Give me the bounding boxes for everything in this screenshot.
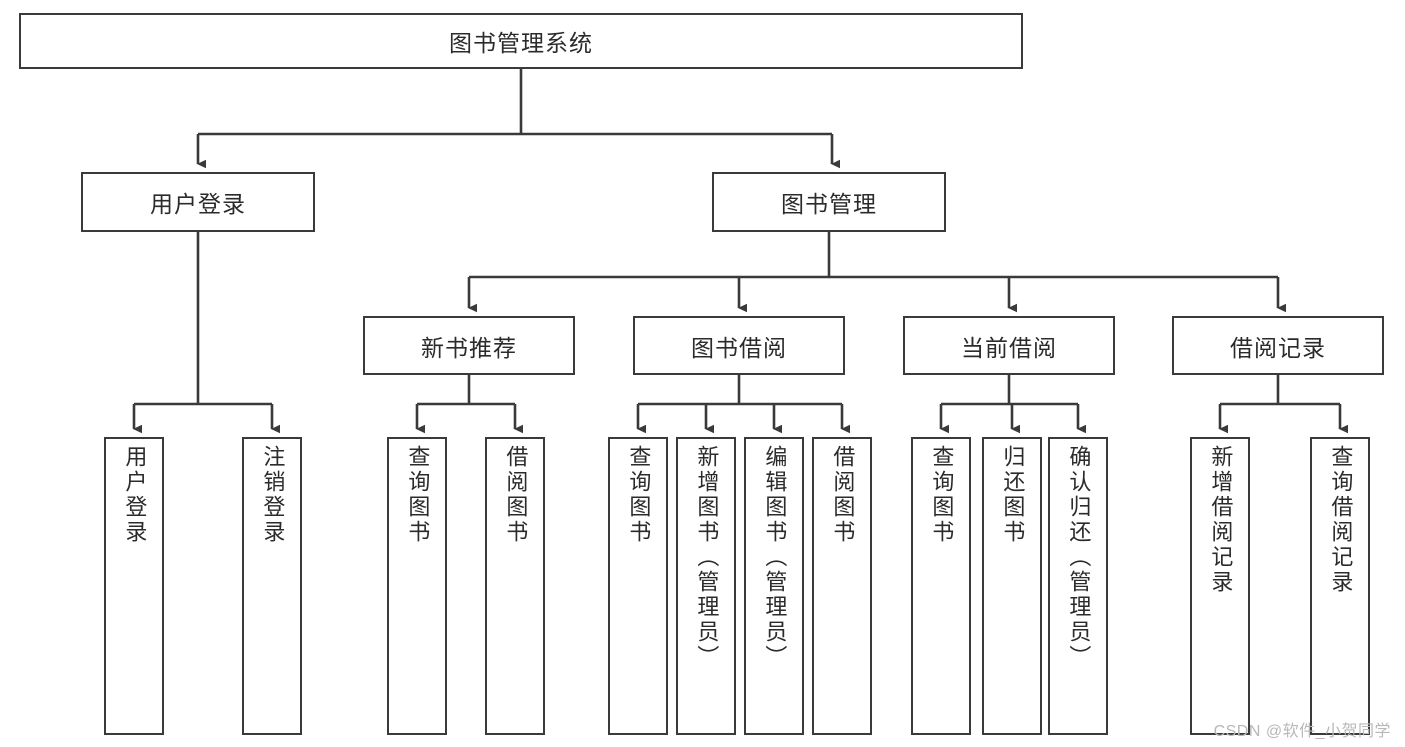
node-user-login-label: 用户登录 — [150, 191, 246, 217]
leaf-query-books-current-label: 查询图书 — [929, 445, 955, 545]
leaf-query-books-current[interactable]: 查询图书 — [911, 437, 971, 735]
node-root[interactable]: 图书管理系统 — [19, 13, 1023, 69]
leaf-query-borrow-record[interactable]: 查询借阅记录 — [1310, 437, 1370, 735]
leaf-borrow-books[interactable]: 借阅图书 — [812, 437, 872, 735]
node-root-label: 图书管理系统 — [449, 30, 593, 56]
leaf-borrow-books-recommend-label: 借阅图书 — [503, 445, 529, 545]
node-book-management[interactable]: 图书管理 — [712, 172, 946, 232]
node-borrow-records[interactable]: 借阅记录 — [1172, 316, 1384, 375]
leaf-query-borrow-record-label: 查询借阅记录 — [1328, 445, 1354, 595]
node-book-management-label: 图书管理 — [781, 191, 877, 217]
leaf-user-login[interactable]: 用户登录 — [104, 437, 164, 735]
node-current-borrow[interactable]: 当前借阅 — [903, 316, 1115, 375]
leaf-user-login-label: 用户登录 — [122, 445, 148, 545]
node-current-borrow-label: 当前借阅 — [961, 334, 1057, 361]
leaf-add-book-admin-label: 新增图书（管理员） — [694, 445, 720, 670]
leaf-borrow-books-label: 借阅图书 — [830, 445, 856, 545]
leaf-return-books[interactable]: 归还图书 — [982, 437, 1042, 735]
node-book-borrow-label: 图书借阅 — [691, 334, 787, 361]
leaf-confirm-return-admin[interactable]: 确认归还（管理员） — [1048, 437, 1108, 735]
leaf-edit-book-admin-label: 编辑图书（管理员） — [762, 445, 788, 670]
leaf-add-borrow-record[interactable]: 新增借阅记录 — [1190, 437, 1250, 735]
leaf-logout-label: 注销登录 — [260, 445, 286, 545]
leaf-query-books-recommend[interactable]: 查询图书 — [387, 437, 447, 735]
node-book-borrow[interactable]: 图书借阅 — [633, 316, 845, 375]
leaf-query-books-borrow-label: 查询图书 — [626, 445, 652, 545]
leaf-query-books-recommend-label: 查询图书 — [405, 445, 431, 545]
node-new-book-recommend[interactable]: 新书推荐 — [363, 316, 575, 375]
watermark: CSDN @软件_小贺同学 — [1213, 723, 1391, 740]
leaf-edit-book-admin[interactable]: 编辑图书（管理员） — [744, 437, 804, 735]
leaf-query-books-borrow[interactable]: 查询图书 — [608, 437, 668, 735]
node-borrow-records-label: 借阅记录 — [1230, 334, 1326, 361]
leaf-borrow-books-recommend[interactable]: 借阅图书 — [485, 437, 545, 735]
leaf-confirm-return-admin-label: 确认归还（管理员） — [1066, 445, 1092, 670]
node-user-login[interactable]: 用户登录 — [81, 172, 315, 232]
node-new-book-recommend-label: 新书推荐 — [421, 334, 517, 361]
leaf-return-books-label: 归还图书 — [1000, 445, 1026, 545]
leaf-add-book-admin[interactable]: 新增图书（管理员） — [676, 437, 736, 735]
leaf-add-borrow-record-label: 新增借阅记录 — [1208, 445, 1234, 595]
leaf-logout[interactable]: 注销登录 — [242, 437, 302, 735]
